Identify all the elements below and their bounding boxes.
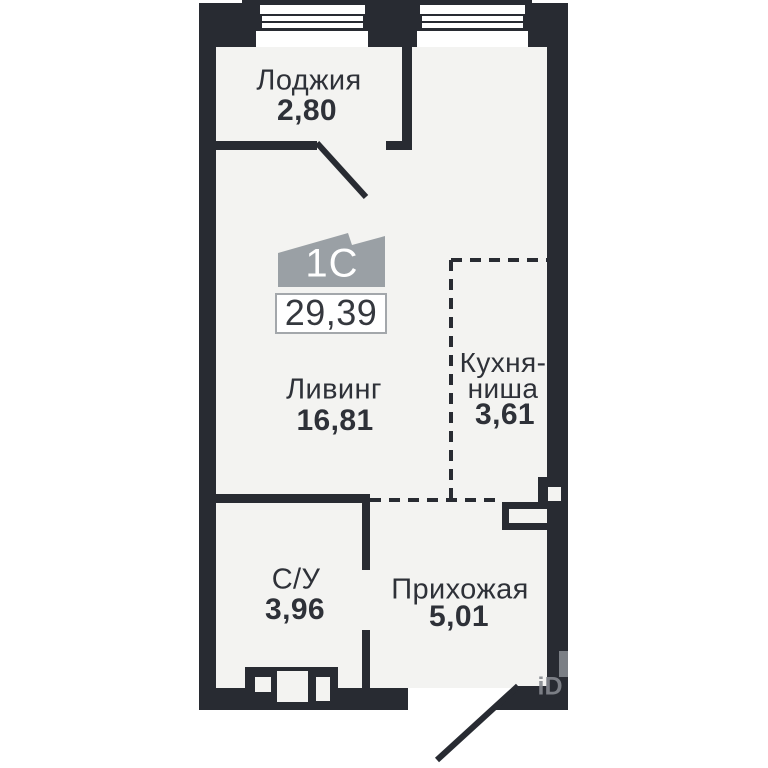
vent-duct-opening: [509, 509, 547, 523]
loggia-door-swing: [314, 140, 369, 200]
total-area-box: [275, 293, 387, 334]
watermark-bar: [559, 651, 568, 677]
room-area-kitchen-niche: 3,61: [475, 398, 535, 431]
room-area-loggia: 2,80: [277, 94, 337, 127]
bathroom-hall-wall-lower: [362, 630, 370, 690]
room-label-loggia: Лоджия: [256, 64, 362, 97]
window-left-outer-bar: [260, 5, 365, 14]
wall-left: [199, 3, 216, 710]
entrance-door-swing: [434, 683, 521, 763]
room-label-hallway: Прихожая: [391, 573, 529, 606]
apartment-type-label: 1С: [305, 241, 359, 286]
bathroom-wall-horizontal: [216, 494, 370, 503]
room-area-living: 16,81: [296, 404, 374, 437]
loggia-wall-vertical: [402, 47, 412, 143]
wall-right: [547, 3, 568, 710]
wall-bottom-right: [491, 686, 547, 710]
room-label-living: Ливинг: [286, 373, 382, 406]
logo-flag-icon: [278, 233, 385, 287]
room-label-bathroom: С/У: [271, 563, 321, 596]
window-left-glass-bar-2: [262, 23, 363, 28]
vent-wall-opening: [548, 487, 561, 501]
room-label-kitchen-niche: Кухня-ниша: [459, 347, 547, 404]
room-area-bathroom: 3,96: [265, 593, 325, 626]
floor-area: [216, 47, 547, 688]
loggia-wall-foot: [386, 141, 412, 150]
window-right-sill: [417, 31, 528, 47]
room-area-hallway: 5,01: [429, 600, 489, 633]
window-right-outer-bar: [420, 5, 525, 14]
bathroom-duct-opening-2: [277, 671, 308, 702]
window-right-glass-bar-1: [422, 16, 523, 21]
vent-wall-thickening: [538, 477, 547, 503]
bathroom-hall-wall-upper: [362, 503, 370, 570]
window-left-glass-bar-1: [262, 16, 363, 21]
watermark-text: iD: [537, 672, 563, 701]
window-left-sill: [256, 31, 368, 47]
bathroom-duct-opening-1: [255, 677, 271, 692]
window-right-glass-bar-2: [422, 23, 523, 28]
window-right: [417, 5, 528, 47]
window-left: [256, 5, 368, 47]
loggia-wall-horizontal: [216, 141, 317, 150]
bathroom-duct-opening-3: [316, 677, 330, 701]
total-area-value: 29,39: [284, 292, 378, 333]
